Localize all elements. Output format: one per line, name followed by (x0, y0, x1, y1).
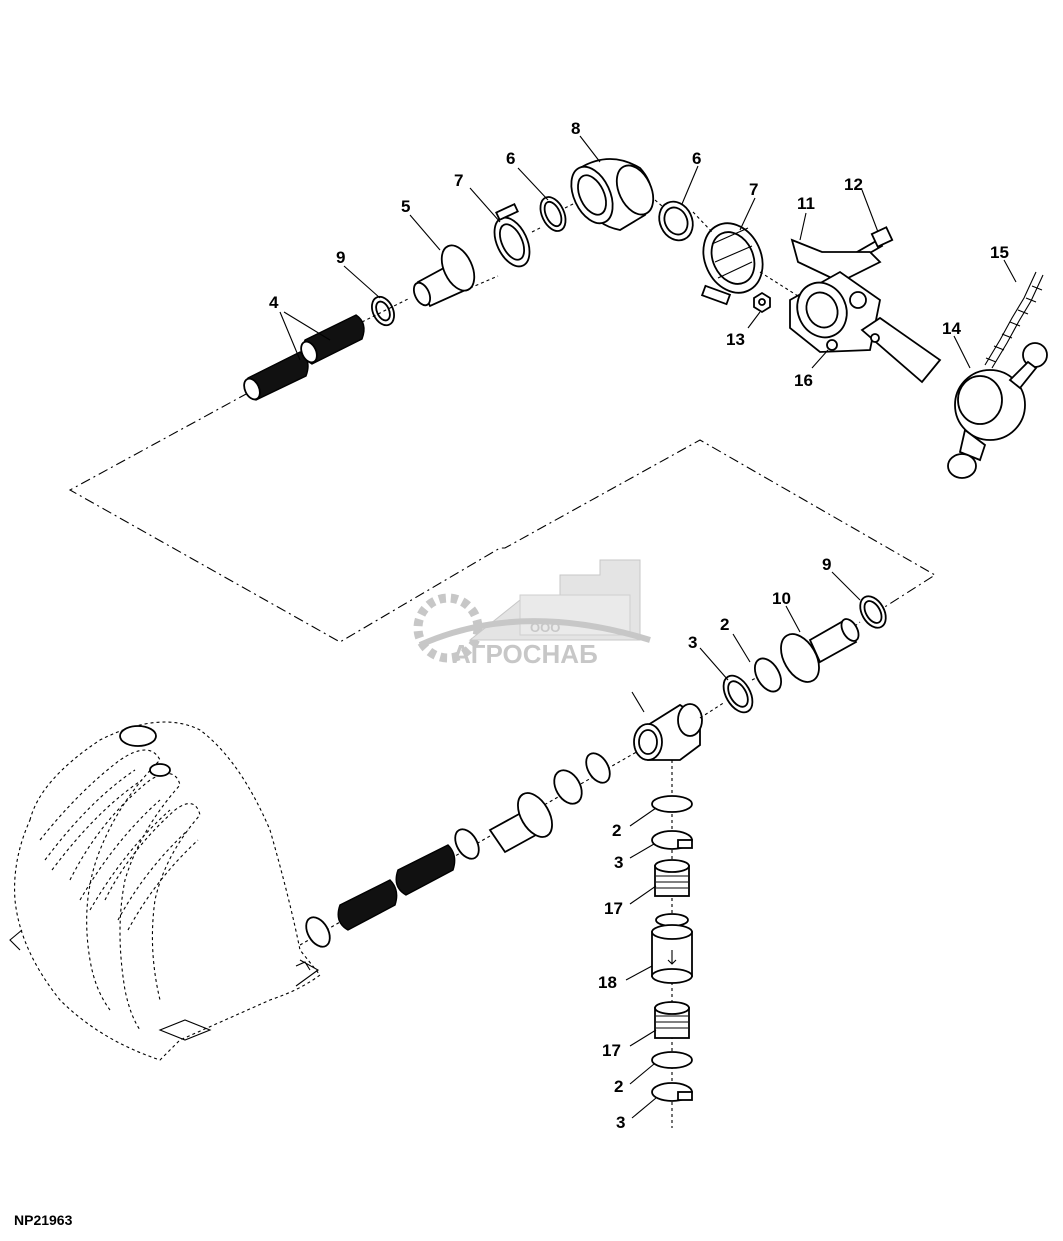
hose-fitting (412, 244, 476, 308)
callout-3-vertical-bottom: 3 (616, 1113, 625, 1132)
tee-fitting (633, 703, 703, 761)
gasket-right (658, 200, 694, 242)
callout-9-upper: 9 (336, 248, 345, 267)
leader-lines (279, 135, 1017, 1119)
callout-2-vertical-bottom: 2 (614, 1077, 623, 1096)
dust-cap (947, 342, 1048, 479)
gasket-vertical-bottom (651, 1051, 693, 1069)
check-valve (651, 913, 693, 984)
lower-hose-line (299, 749, 641, 948)
callout-9-lower: 9 (822, 555, 831, 574)
hose-clamp-upper (371, 295, 395, 327)
callout-17-top: 17 (604, 899, 623, 918)
callout-2-horizontal: 2 (720, 615, 729, 634)
gasket-left (539, 196, 567, 232)
callout-7-right: 7 (749, 180, 758, 199)
callout-6-left: 6 (506, 149, 515, 168)
connection-path (68, 359, 937, 643)
callout-3-horizontal: 3 (688, 633, 697, 652)
hose-pair (243, 314, 365, 401)
tank-outline (9, 721, 321, 1061)
threaded-adapter-bottom (654, 1001, 690, 1039)
callout-10: 10 (772, 589, 791, 608)
callout-15: 15 (990, 243, 1009, 262)
gasket-vertical-top (651, 795, 693, 813)
mounting-bracket (790, 238, 882, 284)
callout-13: 13 (726, 330, 745, 349)
band-clamp-right (700, 222, 764, 306)
clamp-vertical-bottom (651, 1082, 693, 1102)
callout-12: 12 (844, 175, 863, 194)
callout-16: 16 (794, 371, 813, 390)
watermark-logo: ООО АГРОСНАБ (413, 559, 651, 669)
callout-18: 18 (598, 973, 617, 992)
elbow-adapter (570, 158, 655, 231)
callout-6-right: 6 (692, 149, 701, 168)
watermark-line2: АГРОСНАБ (452, 639, 598, 669)
retaining-chain (984, 271, 1044, 369)
callout-2-vertical-top: 2 (612, 821, 621, 840)
callout-8: 8 (571, 119, 580, 138)
callout-11: 11 (797, 194, 815, 213)
callout-5: 5 (401, 197, 410, 216)
callout-17-bottom: 17 (602, 1041, 621, 1060)
gasket-horizontal (753, 657, 783, 693)
callout-3-vertical-top: 3 (614, 853, 623, 872)
hex-nut (753, 291, 771, 314)
threaded-adapter-top (654, 859, 690, 897)
clamp-horizontal (722, 674, 754, 714)
hose-clamp-lower (859, 595, 887, 629)
band-clamp-left (493, 202, 531, 268)
hose-barb-fitting (780, 618, 860, 683)
valve-body (789, 270, 942, 384)
callout-7-left: 7 (454, 171, 463, 190)
clamp-vertical-top (651, 830, 693, 850)
watermark-line1: ООО (530, 620, 560, 635)
callout-4: 4 (269, 293, 279, 312)
callout-14: 14 (942, 319, 961, 338)
figure-id: NP21963 (14, 1212, 73, 1228)
callout-labels: 4 9 5 7 6 8 6 7 11 12 15 14 13 16 9 10 2… (269, 119, 1009, 1132)
